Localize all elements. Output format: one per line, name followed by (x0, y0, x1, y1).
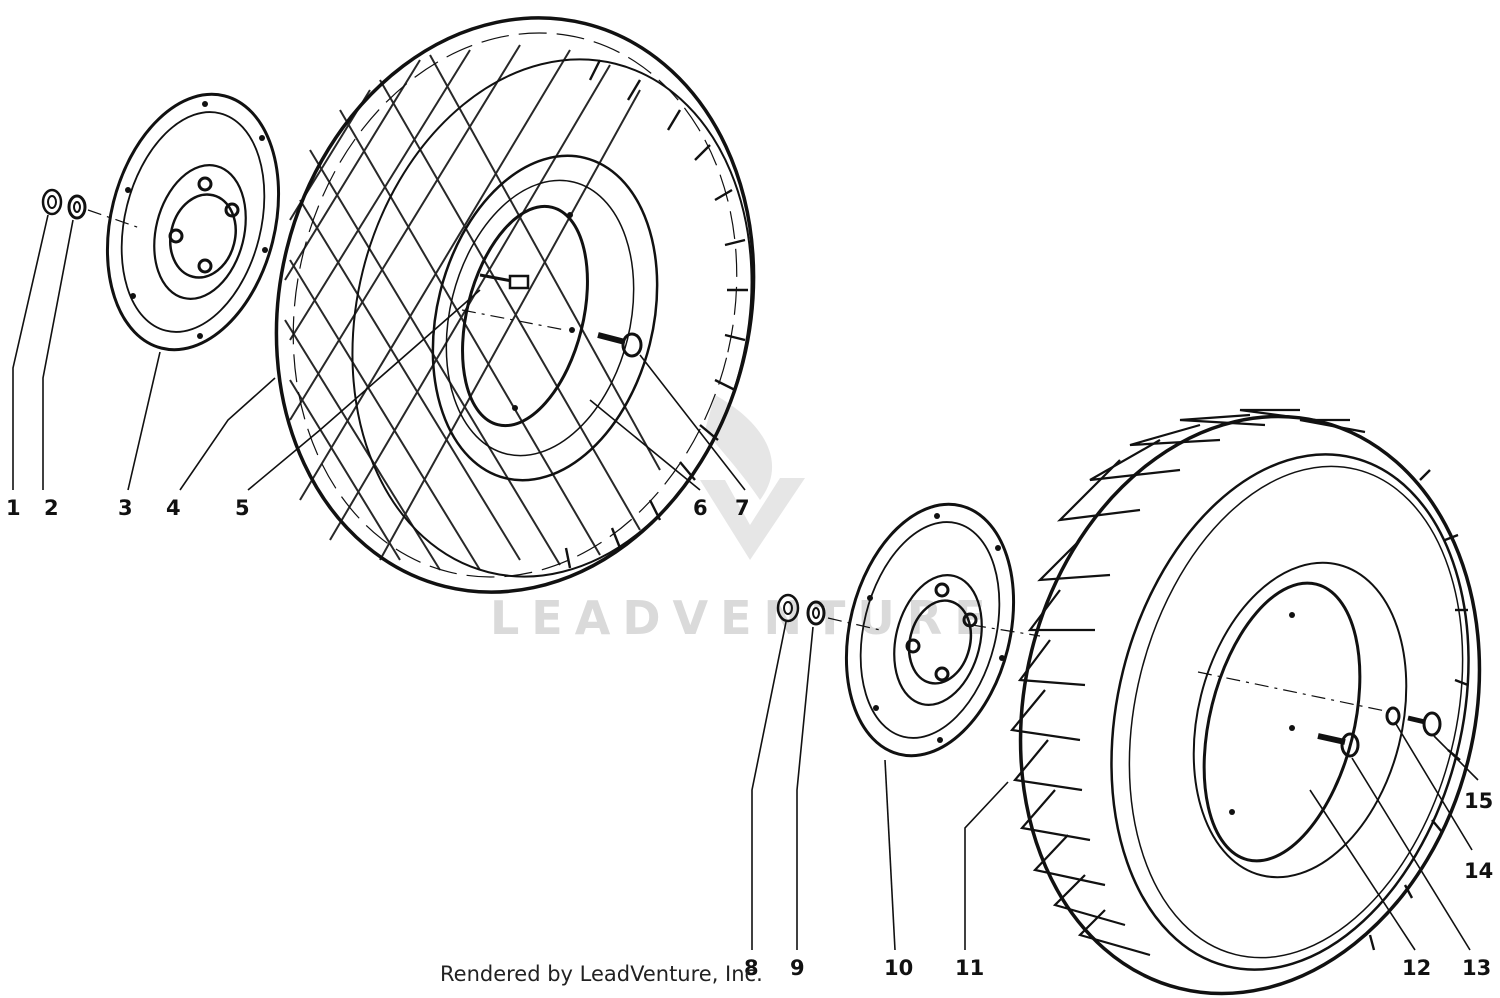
wheel-bolt-7 (597, 332, 643, 358)
wheel-bolt-13 (1317, 732, 1360, 758)
callout-12: 12 (1402, 956, 1431, 980)
lower-wheel-assembly: 8 9 10 11 12 13 14 15 (744, 408, 1493, 996)
callout-15: 15 (1464, 789, 1493, 813)
hub-cap-10 (844, 502, 1016, 758)
callout-2: 2 (44, 496, 59, 520)
callout-1: 1 (6, 496, 21, 520)
callout-10: 10 (884, 956, 913, 980)
lock-washer-2 (67, 194, 87, 220)
callout-3: 3 (118, 496, 133, 520)
footer-credit: Rendered by LeadVenture, Inc. (440, 962, 763, 986)
callout-11: 11 (955, 956, 984, 980)
callout-6: 6 (693, 496, 708, 520)
hex-nut-8 (776, 593, 800, 623)
hub-cap-3 (105, 92, 281, 352)
callout-7: 7 (735, 496, 750, 520)
upper-wheel-assembly: 1 2 3 4 5 6 7 (6, 16, 756, 594)
valve-stem-15 (1407, 711, 1442, 737)
valve-stem (479, 273, 530, 290)
callout-14: 14 (1464, 859, 1493, 883)
callout-5: 5 (235, 496, 250, 520)
callout-4: 4 (166, 496, 181, 520)
washer-14 (1385, 706, 1401, 726)
callout-8: 8 (744, 956, 759, 980)
hex-nut-1 (41, 188, 63, 216)
bar-tread-tire-lower (1009, 408, 1482, 996)
turf-tire-upper (274, 16, 756, 594)
callout-9: 9 (790, 956, 805, 980)
callout-13: 13 (1462, 956, 1491, 980)
watermark-text: LEADVENTURE (490, 591, 998, 645)
watermark: LEADVENTURE (490, 395, 998, 645)
lock-washer-9 (806, 600, 826, 626)
